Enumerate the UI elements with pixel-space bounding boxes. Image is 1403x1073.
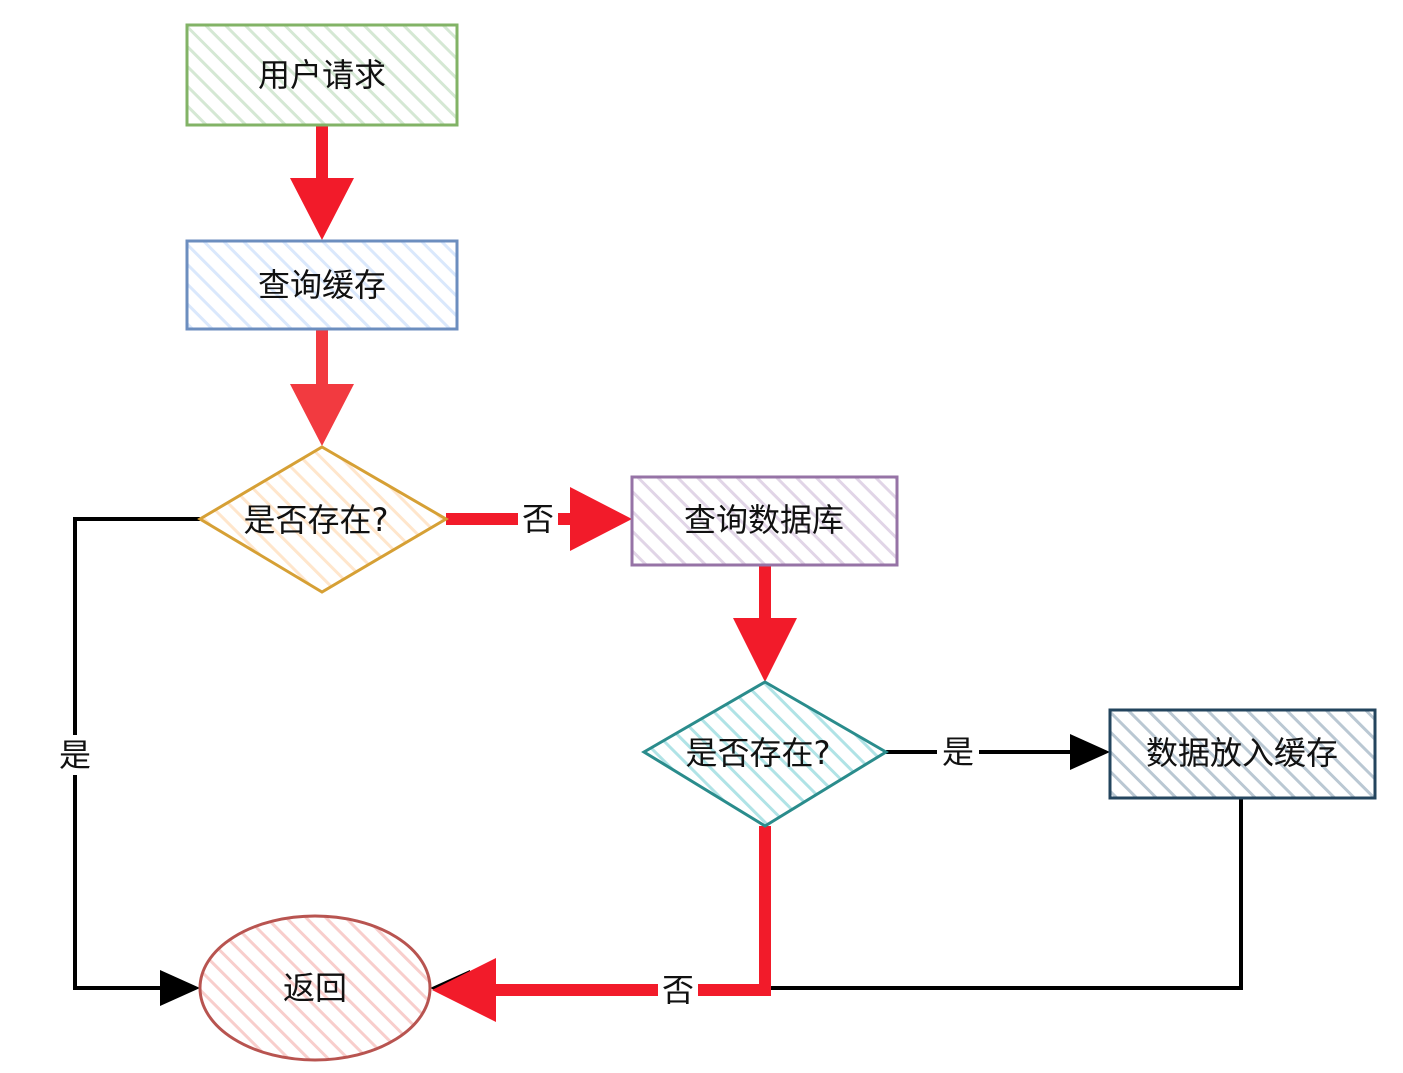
edge-exists1-yes-to-return: 是 (55, 517, 200, 1006)
node-put-cache: 数据放入缓存 (1108, 708, 1377, 800)
node-return: 返回 (198, 914, 432, 1062)
node-exists-1: 是否存在? (197, 445, 449, 594)
edge-exists2-yes-to-putcache: 是 (886, 732, 1110, 772)
edge-label-exists1-yes: 是 (59, 736, 91, 774)
node-query-db: 查询数据库 (630, 475, 899, 567)
edge-db-to-exists2 (733, 566, 797, 682)
node-exists-2: 是否存在? (641, 680, 889, 828)
edge-label-exists2-yes: 是 (942, 733, 974, 771)
edge-label-exists2-no: 否 (662, 971, 694, 1009)
node-query-cache: 查询缓存 (185, 239, 459, 331)
edge-request-to-cache (290, 126, 354, 240)
edge-label-exists1-no: 否 (522, 500, 554, 538)
node-exists-2-label: 是否存在? (686, 734, 831, 772)
edge-putcache-to-return (430, 798, 1243, 1006)
edge-exists1-no-to-db: 否 (446, 487, 632, 551)
node-query-db-label: 查询数据库 (684, 501, 844, 539)
edge-exists2-no-to-return: 否 (432, 826, 771, 1022)
edge-cache-to-exists1 (290, 330, 354, 446)
node-put-cache-label: 数据放入缓存 (1146, 734, 1338, 772)
node-user-request: 用户请求 (185, 23, 459, 127)
node-user-request-label: 用户请求 (258, 56, 386, 94)
node-return-label: 返回 (283, 969, 347, 1007)
node-query-cache-label: 查询缓存 (258, 266, 386, 304)
node-exists-1-label: 是否存在? (244, 501, 389, 539)
